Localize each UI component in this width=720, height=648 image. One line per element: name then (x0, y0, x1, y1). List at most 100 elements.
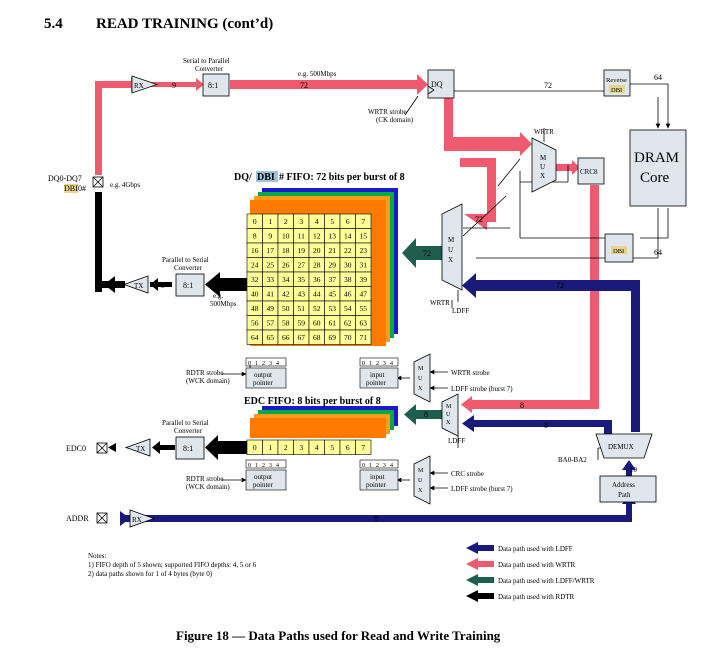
dram-core-label: DRAM (634, 150, 679, 166)
dq-fifo-cell-label: 27 (298, 261, 306, 270)
p2s-dq-label: Parallel to Serial (162, 256, 209, 264)
dbi-label: DBI (613, 248, 624, 255)
pmux2-u: U (418, 478, 423, 484)
dq-fifo-cell-label: 26 (282, 261, 290, 270)
pmux2-x: X (418, 488, 423, 494)
legend-arrowhead (466, 558, 478, 570)
dq-fifo-cell-label: 15 (360, 232, 368, 241)
dq-fifo-cell-label: 19 (298, 246, 306, 255)
w72-teal: 72 (423, 249, 431, 258)
dq-fifo-cell-label: 60 (313, 319, 321, 328)
dq-mux-m: M (448, 236, 455, 244)
w8-pink: 8 (520, 401, 524, 410)
w64-top: 64 (654, 73, 662, 82)
figure-caption: Figure 18 — Data Paths used for Read and… (176, 628, 501, 643)
p2s-edc-ratio: 8:1 (183, 444, 193, 453)
ip1-label-2: pointer (366, 379, 386, 387)
dq-fifo-cell-label: 62 (344, 319, 352, 328)
w8-teal: 8 (424, 410, 428, 419)
dq-fifo-cell-label: 20 (313, 246, 321, 255)
w10-addr: 10 (630, 466, 638, 474)
dq-fifo-cell-label: 25 (267, 261, 275, 270)
pointer-index: 3 (269, 463, 272, 469)
dq-fifo-cell-label: 18 (282, 246, 290, 255)
w72-wrtr: 72 (475, 215, 483, 224)
dq-fifo-cell-label: 43 (298, 290, 306, 299)
dq-fifo-cell-label: 69 (329, 333, 337, 342)
wrtr-mux-u: U (540, 163, 545, 171)
w8-addr: 8 (374, 514, 378, 523)
dq-fifo-cell-label: 64 (251, 333, 259, 342)
ip1-label: input (370, 371, 384, 379)
edc-fifo-cell-label: 6 (346, 443, 350, 452)
w72-right: 72 (544, 81, 552, 90)
pointer-index: 4 (276, 463, 279, 469)
legend-swatch (478, 561, 494, 567)
dq-fifo-cell-label: 0 (253, 217, 257, 226)
wrtr-data-paths (95, 74, 599, 413)
dq-fifo-cell-label: 34 (282, 275, 290, 284)
dq-fifo-cell-label: 7 (361, 217, 365, 226)
wck-domain-2: (WCK domain) (186, 483, 230, 491)
ldff-data-paths (120, 273, 640, 526)
tx-buffer-edc: TX (124, 438, 151, 457)
w72-rdtr: 72 (224, 281, 232, 290)
ip2-label: input (370, 473, 384, 481)
legend-label: Data path used with LDFF/WRTR (498, 577, 595, 585)
notes-heading: Notes: (88, 552, 106, 560)
w8-rdtr: 8 (224, 444, 228, 453)
pin-dbi-highlight: DBI (64, 184, 78, 193)
dq-mux-x: X (448, 256, 453, 264)
pmux1-u: U (418, 376, 423, 382)
edc-fifo-title: EDC FIFO: 8 bits per burst of 8 (244, 396, 381, 407)
input-pointer-dq: input pointer (359, 357, 399, 389)
dq-fifo-cell-label: 17 (267, 246, 275, 255)
crc-strobe: CRC strobe (451, 470, 484, 478)
pointer-index: 4 (390, 463, 393, 469)
p2s-edc-label: Parallel to Serial (162, 419, 209, 427)
dq-fifo-cell-label: 46 (344, 290, 352, 299)
section-title: READ TRAINING (cont’d) (96, 16, 273, 32)
dq-fifo-title-dbi: DBI (257, 172, 275, 183)
w8-navy: 8 (544, 421, 548, 430)
input-pointer-edc: input pointer (359, 459, 399, 491)
edc-fifo-cell-label: 5 (330, 443, 334, 452)
legend-label: Data path used with WRTR (498, 561, 576, 569)
dq-fifo-cell-label: 45 (329, 290, 337, 299)
op2-label: output (254, 473, 272, 481)
op2-label-2: pointer (253, 481, 273, 489)
w72-top: 72 (300, 81, 308, 90)
dq-mux-u: U (448, 246, 453, 254)
dq-fifo-cell (355, 329, 372, 345)
wrtr-strobe-mid: WRTR strobe (451, 369, 490, 377)
dq-fifo-cell-label: 10 (282, 232, 290, 241)
address-path-label-2: Path (618, 491, 631, 499)
dq-fifo-cell-label: 61 (329, 319, 337, 328)
dq-fifo-cell-label: 5 (330, 217, 334, 226)
dq-fifo-cell-label: 58 (282, 319, 290, 328)
wrtr-label-top: WRTR (534, 128, 554, 136)
dq-fifo-cell-label: 68 (313, 333, 321, 342)
dq-fifo-cell-label: 28 (313, 261, 321, 270)
dq-fifo-cell-label: 71 (360, 333, 368, 342)
wrtr-label-mid: WRTR (430, 299, 450, 307)
legend-swatch (478, 545, 494, 551)
dq-fifo-cell-label: 32 (251, 275, 259, 284)
crc8-block: CRC8 (577, 157, 605, 185)
dq-fifo-cell-label: 35 (298, 275, 306, 284)
note-2: 2) data paths shown for 1 of 4 bytes (by… (88, 570, 213, 578)
pointer-index: 4 (276, 361, 279, 367)
pointer-index: 2 (376, 463, 379, 469)
edc-fifo-cell (355, 439, 372, 455)
dq-fifo-cell-label: 31 (360, 261, 368, 270)
edc-fifo-cell-label: 3 (299, 443, 303, 452)
rate-500-b: e.g. (213, 292, 223, 300)
s2p-ratio: 8:1 (208, 81, 218, 90)
w64-bottom: 64 (654, 248, 662, 257)
ck-domain: (CK domain) (376, 116, 414, 124)
dq-fifo-cell-label: 36 (313, 275, 321, 284)
dq-fifo-cell-label: 70 (344, 333, 352, 342)
dq-fifo-cell-label: 21 (329, 246, 337, 255)
rdtr-data-paths (95, 192, 250, 460)
dq-fifo-cell-label: 65 (267, 333, 275, 342)
